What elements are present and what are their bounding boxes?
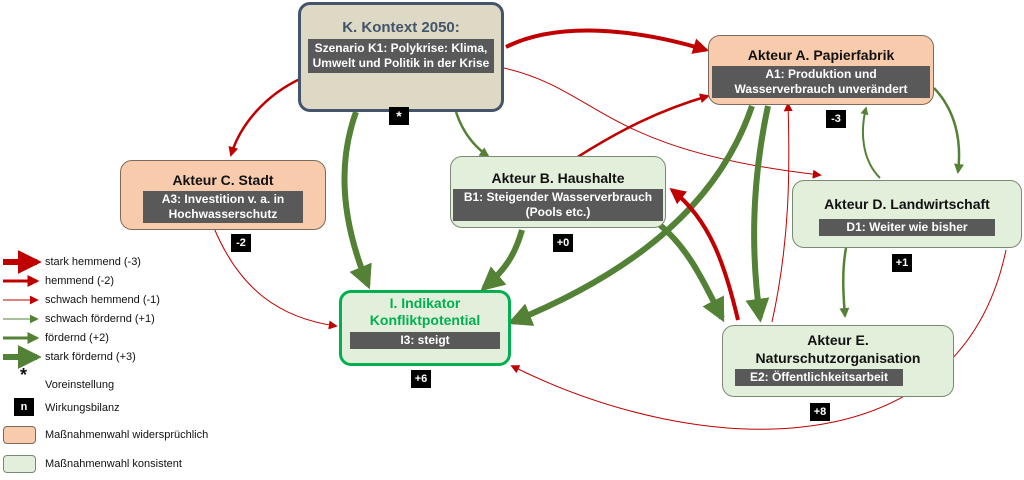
node-stadt: Akteur C. Stadt A3: Investition v. a. in… — [120, 160, 326, 230]
arrow-papierfabrik-landwirtschaft — [933, 87, 964, 174]
arrow-landwirtschaft-papierfabrik — [860, 106, 881, 179]
node-naturschutz: Akteur E. Naturschutzorganisation E2: Öf… — [722, 325, 954, 397]
node-indikator-measure: I3: steigt — [350, 332, 500, 349]
node-kontext: K. Kontext 2050: Szenario K1: Polykrise:… — [298, 2, 504, 112]
legend-foerdernd: fördernd (+2) — [45, 332, 109, 344]
legend-voreinstellung-symbol: * — [20, 365, 28, 385]
node-papierfabrik: Akteur A. Papierfabrik A1: Produktion un… — [708, 35, 934, 105]
badge-haushalte: +0 — [553, 234, 573, 252]
node-indikator: I. Indikator Konfliktpotential I3: steig… — [339, 290, 511, 366]
legend-hemmend: hemmend (-2) — [45, 275, 115, 287]
node-haushalte-title: Akteur B. Haushalte — [491, 170, 625, 186]
arrow-haushalte-indikator — [480, 229, 525, 292]
node-naturschutz-measure: E2: Öffentlichkeitsarbeit — [735, 369, 903, 386]
legend-wirkungsbilanz-symbol: n — [14, 398, 34, 416]
badge-landwirtschaft: +1 — [892, 254, 912, 272]
node-papierfabrik-measure: A1: Produktion und Wasserverbrauch unver… — [712, 66, 930, 98]
node-naturschutz-title: Akteur E. Naturschutzorganisation — [755, 332, 921, 366]
badge-papierfabrik: -3 — [826, 110, 846, 128]
node-landwirtschaft: Akteur D. Landwirtschaft D1: Weiter wie … — [792, 180, 1022, 248]
legend-stark-hemmend: stark hemmend (-3) — [45, 256, 141, 268]
node-landwirtschaft-measure: D1: Weiter wie bisher — [819, 219, 995, 236]
node-haushalte: Akteur B. Haushalte B1: Steigender Wasse… — [450, 156, 666, 228]
arrow-landwirtschaft-naturschutz — [839, 247, 850, 318]
legend-orange-swatch — [3, 426, 36, 444]
node-landwirtschaft-title: Akteur D. Landwirtschaft — [824, 196, 990, 212]
arrow-kontext-indikator — [341, 110, 372, 290]
arrow-haushalte-papierfabrik — [575, 93, 710, 160]
arrow-papierfabrik-naturschutz — [745, 105, 771, 323]
legend-schwach-foerdernd: schwach fördernd (+1) — [45, 313, 155, 325]
legend-widerspruechlich: Maßnahmenwahl widersprüchlich — [45, 429, 209, 441]
node-stadt-title: Akteur C. Stadt — [172, 172, 274, 188]
arrow-kontext-stadt — [228, 76, 303, 157]
arrow-kontext-haushalte — [454, 111, 490, 158]
legend-wirkungsbilanz: Wirkungsbilanz — [45, 402, 120, 414]
arrow-haushalte-naturschutz — [658, 222, 725, 323]
badge-indikator: +6 — [411, 370, 431, 388]
node-kontext-scenario: Szenario K1: Polykrise: Klima, Umwelt un… — [308, 39, 494, 73]
badge-stadt: -2 — [231, 234, 251, 252]
arrow-naturschutz-papierfabrik — [771, 102, 793, 323]
legend-konsistent: Maßnahmenwahl konsistent — [45, 458, 182, 470]
node-stadt-measure: A3: Investition v. a. in Hochwasserschut… — [143, 191, 303, 223]
arrow-kontext-papierfabrik — [505, 28, 710, 54]
arrow-stadt-indikator — [213, 227, 338, 330]
node-haushalte-measure: B1: Steigender Wasserverbrauch (Pools et… — [453, 189, 663, 221]
node-papierfabrik-title: Akteur A. Papierfabrik — [747, 47, 895, 63]
badge-naturschutz: +8 — [810, 403, 830, 421]
node-kontext-title: K. Kontext 2050: — [342, 19, 460, 36]
legend-voreinstellung: Voreinstellung — [45, 379, 115, 391]
node-indikator-title: I. Indikator Konfliktpotential — [369, 295, 481, 328]
legend-schwach-hemmend: schwach hemmend (-1) — [45, 294, 160, 306]
legend-stark-foerdernd: stark fördernd (+3) — [45, 351, 136, 363]
arrow-naturschutz-haushalte — [669, 188, 740, 321]
arrow-kontext-landwirtschaft — [503, 67, 822, 179]
badge-kontext: * — [389, 107, 409, 125]
arrow-landwirtschaft-indikator — [510, 249, 1007, 430]
legend-green-swatch — [3, 455, 36, 473]
